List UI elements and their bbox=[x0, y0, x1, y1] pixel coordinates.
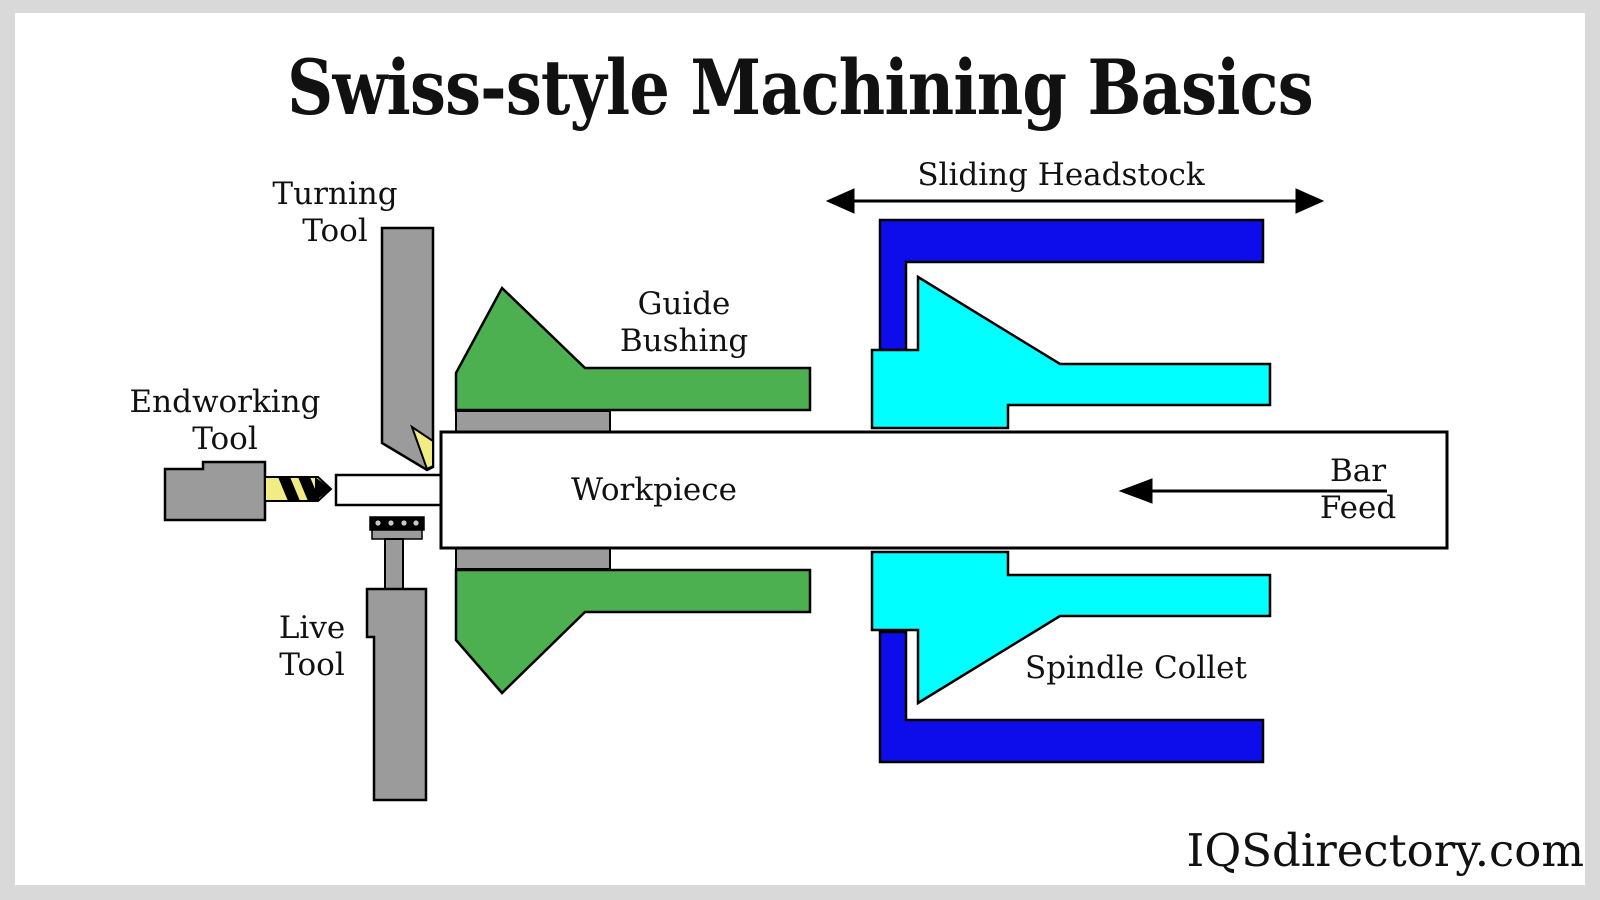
diagram-title: Swiss-style Machining Basics bbox=[287, 43, 1313, 132]
headstock-lower-shape bbox=[878, 630, 1265, 764]
bushing-sleeve-upper bbox=[455, 410, 611, 433]
drill-stripe bbox=[278, 477, 300, 501]
spindle-collet-upper-shape bbox=[870, 274, 1272, 430]
headstock-arrowhead-right bbox=[1295, 188, 1325, 214]
endworking-tool-body bbox=[163, 460, 267, 522]
workpiece-turned-section bbox=[334, 473, 444, 507]
live-tool-cutter-dot bbox=[413, 520, 419, 526]
label-live-tool: Live Tool bbox=[278, 610, 346, 683]
watermark-iqsdirectory: IQSdirectory.com bbox=[1186, 824, 1584, 877]
live-tool-cutter-dot bbox=[375, 520, 381, 526]
drill-tip bbox=[315, 477, 331, 501]
live-tool-flange bbox=[371, 529, 423, 540]
guide-bushing-lower-shape bbox=[454, 568, 812, 695]
turning-tool-insert bbox=[410, 424, 434, 471]
label-bar-feed: Bar Feed bbox=[1319, 453, 1397, 526]
drill-stripe bbox=[298, 477, 320, 501]
bushing-sleeve-lower bbox=[455, 547, 611, 570]
label-guide-bushing: Guide Bushing bbox=[619, 286, 749, 359]
spindle-collet-lower-shape bbox=[870, 550, 1272, 706]
label-turning-tool: Turning Tool bbox=[272, 176, 398, 249]
live-tool-body bbox=[365, 587, 428, 802]
live-tool-cutter-dot bbox=[401, 520, 407, 526]
label-sliding-headstock: Sliding Headstock bbox=[917, 157, 1205, 193]
label-spindle-collet: Spindle Collet bbox=[1025, 650, 1247, 686]
label-endworking-tool: Endworking Tool bbox=[129, 384, 321, 457]
turning-tool-shape bbox=[380, 226, 435, 472]
live-tool-stem bbox=[384, 538, 404, 590]
barfeed-arrowhead bbox=[1118, 478, 1153, 504]
live-tool-cutter-dot bbox=[388, 520, 394, 526]
label-workpiece: Workpiece bbox=[571, 472, 737, 508]
headstock-arrowhead-left bbox=[825, 188, 855, 214]
